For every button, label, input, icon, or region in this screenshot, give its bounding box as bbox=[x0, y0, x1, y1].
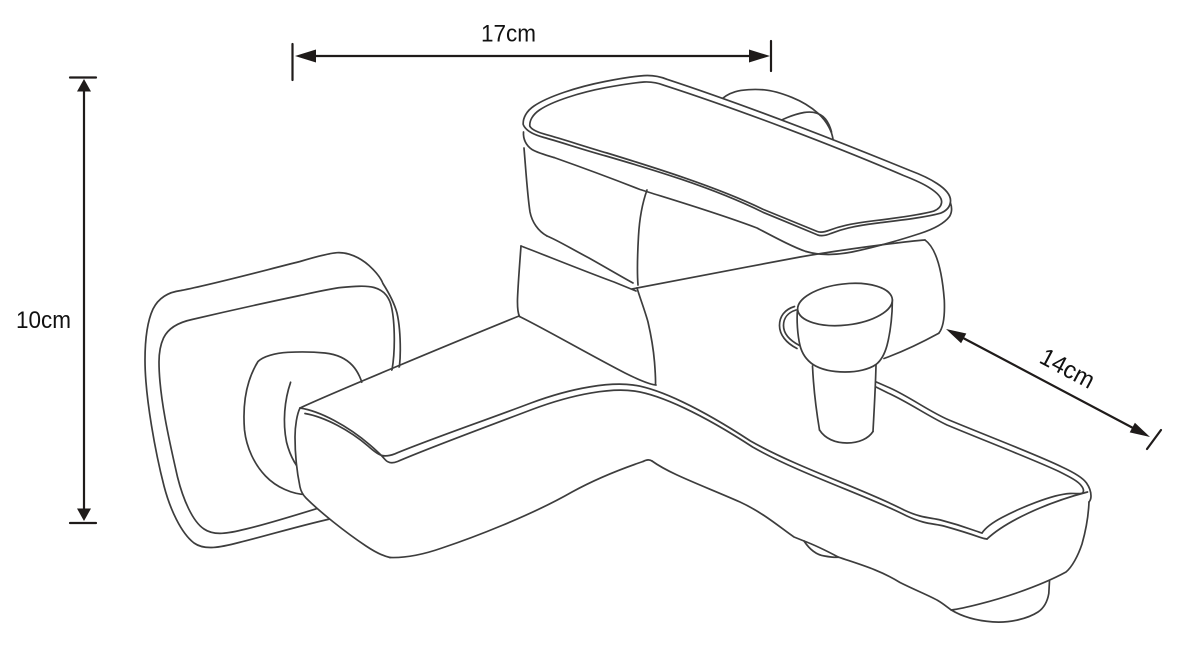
svg-text:10cm: 10cm bbox=[16, 307, 71, 334]
svg-text:17cm: 17cm bbox=[481, 21, 536, 48]
